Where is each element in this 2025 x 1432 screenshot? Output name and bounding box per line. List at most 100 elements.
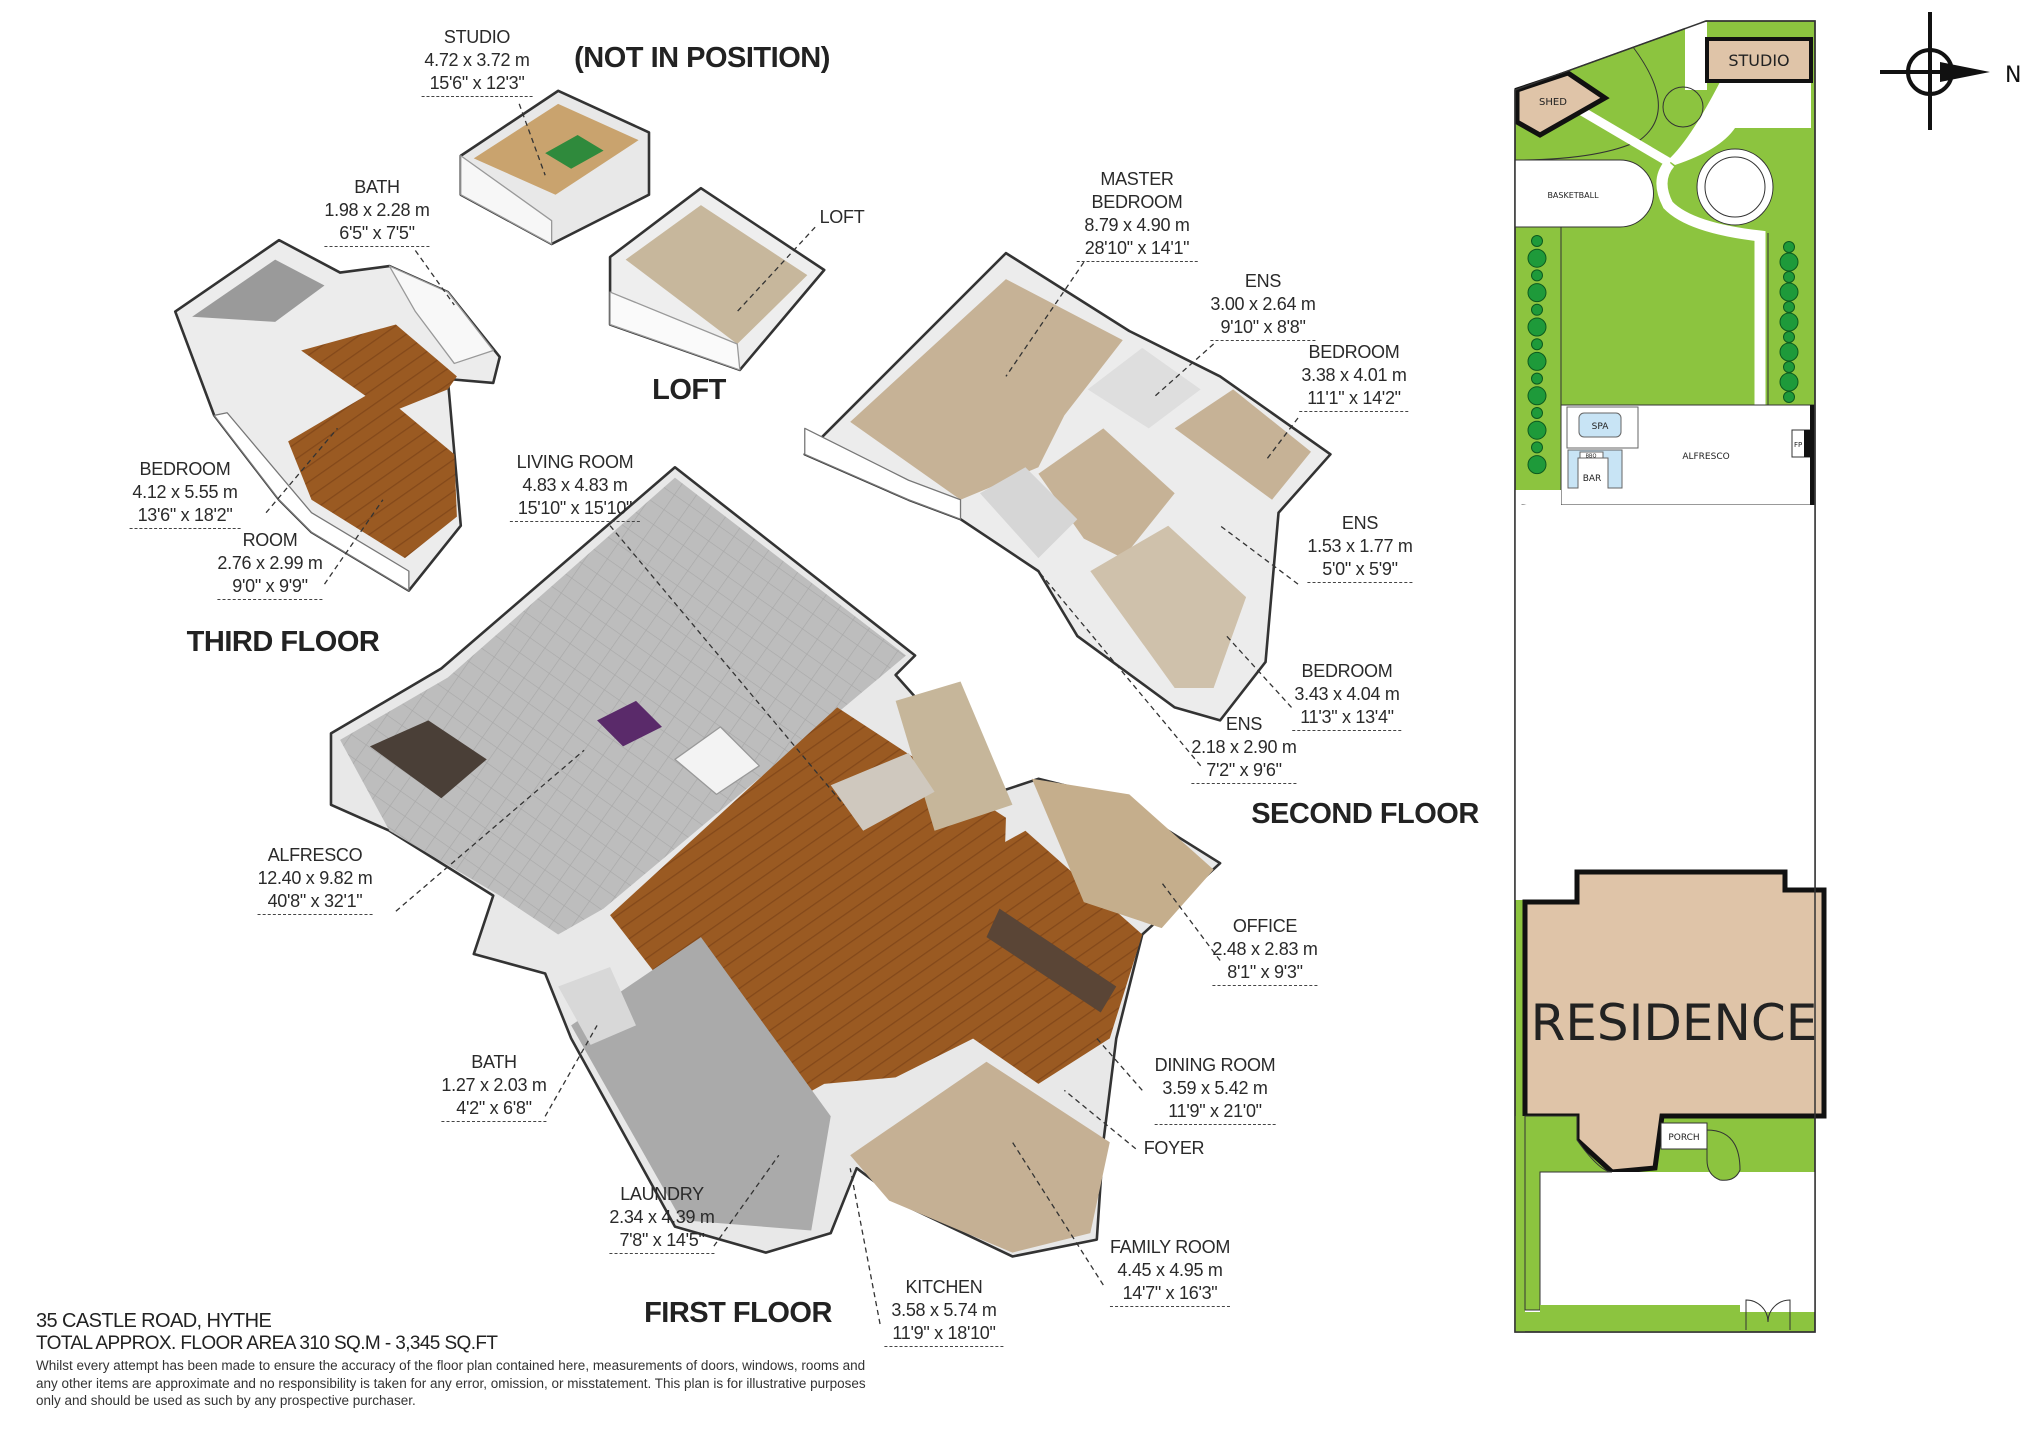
tree-icon	[1531, 235, 1543, 247]
room-metric: 4.12 x 5.55 m	[132, 482, 238, 502]
second-floor-title: SECOND FLOOR	[1251, 798, 1479, 830]
bbq-label: BBQ	[1586, 454, 1597, 460]
room-name: LOFT	[819, 207, 865, 227]
room-name: KITCHEN	[905, 1277, 983, 1297]
room-name: DINING ROOM	[1154, 1055, 1276, 1075]
tree-icon	[1527, 455, 1547, 475]
room-imperial: 7'2" x 9'6"	[1191, 759, 1297, 784]
tree-icon	[1783, 271, 1795, 283]
room-metric: 8.79 x 4.90 m	[1084, 215, 1190, 235]
tree-icon	[1531, 407, 1543, 419]
room-metric: 2.48 x 2.83 m	[1212, 939, 1318, 959]
first-floor-3d-plan	[329, 465, 1222, 1258]
room-name: MASTER BEDROOM	[1091, 169, 1183, 212]
loft-title: LOFT	[652, 374, 726, 406]
tree-icon	[1531, 269, 1543, 282]
tree-icon	[1527, 248, 1547, 268]
residence-label: RESIDENCE	[1531, 994, 1818, 1052]
fp-label: FP	[1794, 441, 1802, 449]
tree-icon	[1783, 391, 1795, 403]
room-metric: 3.38 x 4.01 m	[1301, 365, 1407, 385]
room-name: STUDIO	[443, 27, 511, 47]
footer: 35 CASTLE ROAD, HYTHE TOTAL APPROX. FLOO…	[36, 1310, 866, 1410]
room-metric: 3.58 x 5.74 m	[891, 1300, 997, 1320]
room-imperial: 8'1" x 9'3"	[1212, 961, 1318, 986]
room-imperial: 15'6" x 12'3"	[421, 72, 533, 97]
room-metric: 1.98 x 2.28 m	[324, 200, 430, 220]
basketball-label: BASKETBALL	[1547, 191, 1599, 200]
room-metric: 1.27 x 2.03 m	[441, 1075, 547, 1095]
tree-icon	[1779, 342, 1799, 362]
porch-label: PORCH	[1668, 1133, 1699, 1143]
room-imperial: 9'10" x 8'8"	[1210, 316, 1316, 341]
shed-label: SHED	[1539, 97, 1567, 108]
disclaimer: Whilst every attempt has been made to en…	[36, 1358, 866, 1408]
room-label: LOFT	[820, 206, 865, 229]
room-metric: 3.59 x 5.42 m	[1162, 1078, 1268, 1098]
studio-3d-plan	[459, 89, 651, 246]
tree-icon	[1531, 372, 1543, 385]
room-metric: 3.00 x 2.64 m	[1210, 294, 1316, 314]
room-metric: 2.34 x 4.39 m	[609, 1207, 715, 1227]
tree-icon	[1531, 441, 1543, 454]
room-imperial: 7'8" x 14'5"	[609, 1229, 715, 1254]
room-name: LIVING ROOM	[516, 452, 634, 472]
room-imperial: 11'3" x 13'4"	[1292, 706, 1402, 731]
third-floor-title: THIRD FLOOR	[186, 626, 380, 658]
room-name: ENS	[1244, 271, 1282, 291]
tree-icon	[1779, 312, 1799, 332]
compass-north-label: N	[2005, 63, 2021, 88]
tree-icon	[1779, 252, 1799, 272]
room-name: LAUNDRY	[620, 1184, 704, 1204]
third-floor-3d-plan	[173, 238, 502, 592]
room-name: BEDROOM	[139, 459, 231, 479]
room-name: ROOM	[242, 530, 298, 550]
spa-label: SPA	[1592, 422, 1610, 432]
room-imperial: 11'9" x 18'10"	[884, 1322, 1004, 1347]
tree-icon	[1779, 282, 1799, 302]
bar-label: BAR	[1583, 474, 1602, 484]
leader-lines	[265, 103, 1299, 1325]
tree-icon	[1531, 338, 1543, 351]
room-metric: 12.40 x 9.82 m	[257, 868, 373, 888]
room-metric: 4.45 x 4.95 m	[1117, 1260, 1223, 1280]
room-imperial: 11'1" x 14'2"	[1299, 387, 1409, 412]
room-imperial: 40'8" x 32'1"	[257, 890, 373, 915]
tree-icon	[1779, 372, 1799, 392]
alfresco-label: ALFRESCO	[1682, 452, 1729, 462]
studio-label: STUDIO	[1728, 51, 1789, 70]
room-imperial: 14'7" x 16'3"	[1109, 1282, 1231, 1307]
room-metric: 2.18 x 2.90 m	[1191, 737, 1297, 757]
room-name: ALFRESCO	[267, 845, 363, 865]
property-address: 35 CASTLE ROAD, HYTHE	[36, 1310, 272, 1332]
tree-icon	[1527, 351, 1547, 371]
tree-icon	[1531, 303, 1543, 316]
room-imperial: 6'5" x 7'5"	[324, 222, 430, 247]
room-imperial: 5'0" x 5'9"	[1307, 558, 1413, 583]
room-imperial: 15'10" x 15'10"	[509, 497, 641, 522]
tree-icon	[1527, 283, 1547, 303]
first-floor-title: FIRST FLOOR	[644, 1297, 832, 1329]
room-name: BATH	[354, 177, 400, 197]
room-name: FOYER	[1143, 1138, 1205, 1158]
room-label: FOYER	[1144, 1137, 1205, 1160]
tree-icon	[1783, 241, 1795, 253]
tree-icon	[1783, 331, 1795, 343]
